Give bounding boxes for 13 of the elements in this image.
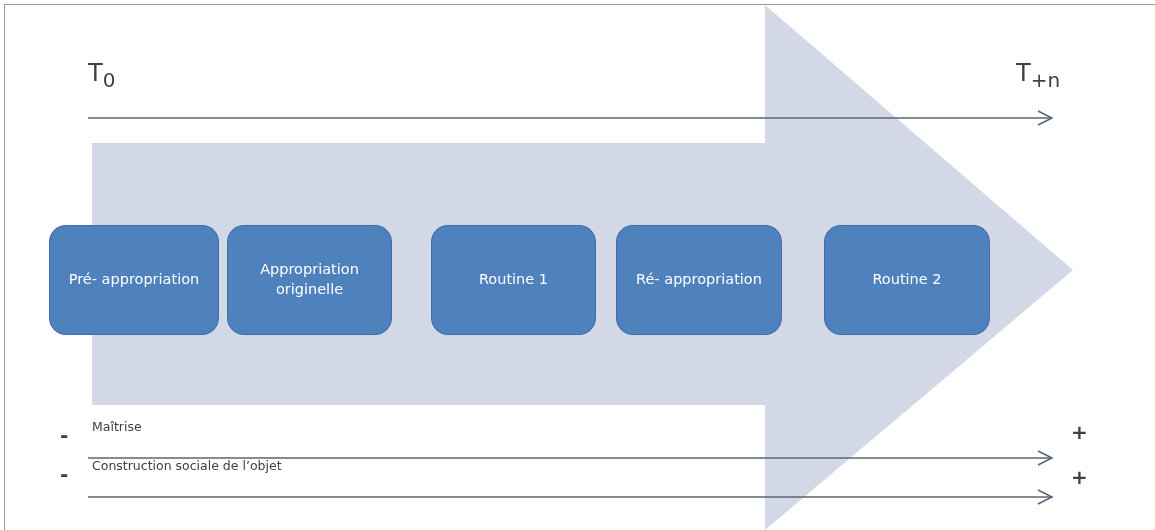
minus-sign: -	[60, 424, 69, 446]
stage-box: Routine 1	[432, 226, 595, 334]
stage-box: Appropriation originelle	[228, 226, 391, 334]
axis-label: Construction sociale de l’objet	[92, 458, 282, 473]
plus-sign: +	[1071, 421, 1088, 443]
stage-box: Ré- appropriation	[617, 226, 781, 334]
stage-box: Pré- appropriation	[50, 226, 218, 334]
time-label: T$_{+n}$	[1016, 60, 1061, 91]
minus-sign: -	[60, 463, 69, 485]
axis-label: Maîtrise	[92, 419, 142, 434]
plus-sign: +	[1071, 466, 1088, 488]
stage-box: Routine 2	[825, 226, 989, 334]
time-label: T$_{0}$	[88, 60, 116, 91]
